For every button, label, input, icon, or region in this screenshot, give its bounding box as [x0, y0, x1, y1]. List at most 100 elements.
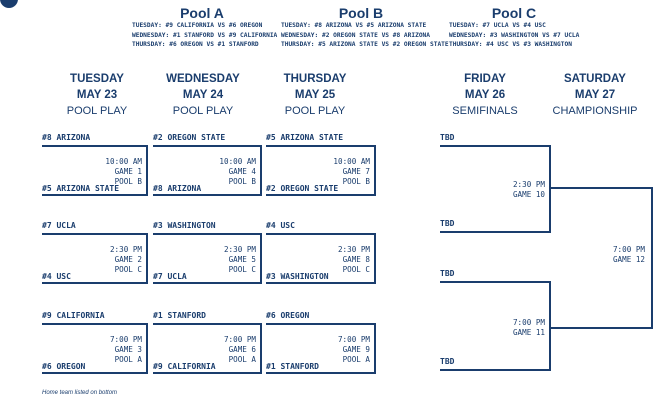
bracket-line — [42, 233, 148, 235]
bracket-line — [440, 369, 551, 371]
bracket-line — [266, 372, 376, 374]
semifinal-bracket-1: TBD 2:30 PM GAME 10 TBD — [440, 133, 551, 233]
top-team: #3 WASHINGTON — [153, 221, 216, 230]
game-bracket: #5 ARIZONA STATE 10:00 AM GAME 7 POOL B … — [266, 133, 376, 196]
championship-bracket: 7:00 PM GAME 12 — [549, 187, 653, 329]
game-bracket: #2 OREGON STATE 10:00 AM GAME 4 POOL B #… — [153, 133, 262, 196]
bracket-line — [266, 145, 376, 147]
bracket-line — [42, 282, 148, 284]
game-pool: POOL B — [228, 177, 256, 186]
bracket-line — [440, 281, 551, 283]
game-bracket: #6 OREGON 7:00 PM GAME 9 POOL A #1 STANF… — [266, 311, 376, 374]
game-info: 10:00 AM GAME 4 POOL B — [219, 157, 256, 187]
bottom-team: TBD — [440, 357, 455, 366]
bracket-line — [153, 282, 262, 284]
bracket-line — [266, 233, 376, 235]
day-name: SATURDAY — [564, 73, 626, 85]
game-number: GAME 9 — [342, 345, 370, 354]
bracket-line — [374, 233, 376, 283]
bottom-team: #5 ARIZONA STATE — [42, 184, 120, 193]
bracket-line — [549, 281, 551, 371]
bracket-line — [153, 323, 262, 325]
game-bracket: #3 WASHINGTON 2:30 PM GAME 5 POOL C #7 U… — [153, 221, 262, 284]
game-number: GAME 2 — [114, 255, 142, 264]
game-time: 2:30 PM — [512, 180, 545, 189]
game-pool: POOL C — [114, 265, 142, 274]
game-info: 7:00 PM GAME 11 — [513, 318, 545, 338]
semifinal-bracket-2: TBD 7:00 PM GAME 11 TBD — [440, 269, 551, 371]
bottom-team: #3 WASHINGTON — [266, 272, 329, 281]
game-pool: POOL C — [342, 265, 370, 274]
game-time: 10:00 AM — [105, 157, 142, 166]
game-time: 7:00 PM — [612, 245, 645, 254]
game-info: 7:00 PM GAME 12 — [594, 245, 660, 265]
day-header-saturday: SATURDAY MAY 27 CHAMPIONSHIP — [540, 71, 650, 119]
game-info: 10:00 AM GAME 7 POOL B — [333, 157, 370, 187]
top-team: #4 USC — [266, 221, 295, 230]
bracket-line — [42, 372, 148, 374]
game-info: 7:00 PM GAME 6 POOL A — [224, 335, 256, 365]
game-number: GAME 5 — [228, 255, 256, 264]
day-header-wednesday: WEDNESDAY MAY 24 POOL PLAY — [148, 71, 258, 119]
day-date: MAY 25 — [294, 89, 336, 101]
game-bracket: #7 UCLA 2:30 PM GAME 2 POOL C #4 USC — [42, 221, 148, 284]
bracket-line — [549, 327, 653, 329]
top-team: #1 STANFORD — [153, 311, 206, 320]
pool-a-title: Pool A — [180, 5, 224, 21]
bracket-line — [374, 145, 376, 195]
top-team: #2 OREGON STATE — [153, 133, 226, 142]
game-pool: POOL B — [342, 177, 370, 186]
game-pool: POOL B — [114, 177, 142, 186]
bottom-team: #1 STANFORD — [266, 362, 319, 371]
bottom-team: TBD — [440, 219, 455, 228]
bottom-team: #8 ARIZONA — [153, 184, 202, 193]
pool-c-line-2: WEDNESDAY: #3 WASHINGTON VS #7 UCLA — [449, 31, 580, 39]
pool-a-block: Pool A TUESDAY: #9 CALIFORNIA VS #6 OREG… — [132, 5, 278, 50]
bottom-team: #9 CALIFORNIA — [153, 362, 216, 371]
game-time: 2:30 PM — [109, 245, 142, 254]
pool-c-line-1: TUESDAY: #7 UCLA VS #4 USC — [449, 22, 546, 29]
day-phase: CHAMPIONSHIP — [552, 105, 638, 117]
game-number: GAME 11 — [512, 328, 545, 337]
day-date: MAY 23 — [76, 89, 118, 101]
pool-b-line-3: THURSDAY: #5 ARIZONA STATE VS #2 OREGON … — [281, 41, 449, 48]
bottom-team: #6 OREGON — [42, 362, 86, 371]
game-pool: POOL C — [228, 265, 256, 274]
bottom-team: #4 USC — [42, 272, 71, 281]
pool-c-block: Pool C TUESDAY: #7 UCLA VS #4 USC WEDNES… — [449, 5, 579, 50]
top-team: #5 ARIZONA STATE — [266, 133, 344, 142]
pool-b-title: Pool B — [338, 5, 384, 21]
game-time: 7:00 PM — [109, 335, 142, 344]
bracket-line — [260, 145, 262, 195]
top-team: #9 CALIFORNIA — [42, 311, 105, 320]
pool-a-line-2: WEDNESDAY: #1 STANFORD VS #9 CALIFORNIA — [132, 31, 278, 39]
game-pool: POOL A — [342, 355, 370, 364]
bottom-team: #7 UCLA — [153, 272, 187, 281]
day-name: TUESDAY — [70, 73, 124, 85]
day-date: MAY 27 — [574, 89, 616, 101]
top-team: #6 OREGON — [266, 311, 310, 320]
bracket-line — [153, 194, 262, 196]
conference-logo — [0, 0, 18, 8]
bracket-line — [266, 323, 376, 325]
game-number: GAME 10 — [512, 190, 545, 199]
top-team: #8 ARIZONA — [42, 133, 91, 142]
game-pool: POOL A — [114, 355, 142, 364]
bracket-line — [549, 187, 653, 189]
game-number: GAME 1 — [114, 167, 142, 176]
game-bracket: #9 CALIFORNIA 7:00 PM GAME 3 POOL A #6 O… — [42, 311, 148, 374]
game-info: 10:00 AM GAME 1 POOL B — [105, 157, 142, 187]
bracket-line — [260, 323, 262, 373]
day-phase: POOL PLAY — [284, 105, 346, 117]
pool-a-line-3: THURSDAY: #6 OREGON VS #1 STANFORD — [132, 41, 259, 48]
day-header-thursday: THURSDAY MAY 25 POOL PLAY — [260, 71, 370, 119]
game-number: GAME 4 — [228, 167, 256, 176]
bracket-line — [651, 187, 653, 329]
bracket-line — [42, 194, 148, 196]
game-time: 7:00 PM — [512, 318, 545, 327]
bracket-line — [266, 194, 376, 196]
pool-a-line-1: TUESDAY: #9 CALIFORNIA VS #6 OREGON — [132, 22, 263, 29]
game-number: GAME 8 — [342, 255, 370, 264]
bracket-line — [260, 233, 262, 283]
game-info: 7:00 PM GAME 3 POOL A — [110, 335, 142, 365]
